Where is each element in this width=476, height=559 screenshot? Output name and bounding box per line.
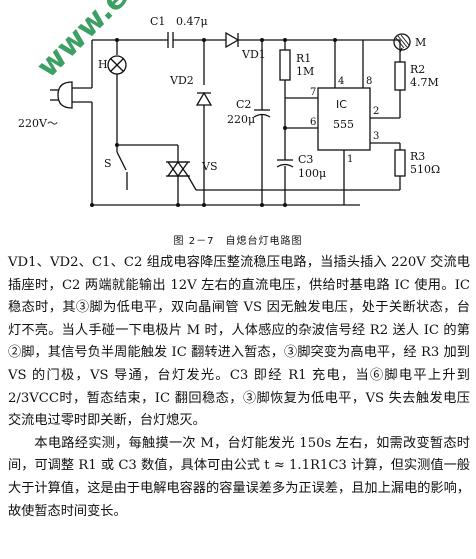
r3-resistor [394,149,406,177]
label-r3-value: 510Ω [410,163,440,176]
body-text: VD1、VD2、C1、C2 组成电容降压整流稳压电路，当插头插入 220V 交流… [8,252,470,523]
label-pin6: 6 [310,117,316,128]
label-ic: IC [336,98,347,111]
vs-triac-b [166,160,190,177]
label-c2: C2 [236,98,251,111]
vd1-diode [225,31,240,49]
label-c3-value: 100μ [298,167,326,180]
plug-icon [57,81,73,109]
vs-triac-a [166,161,190,178]
label-vd1: VD1 [241,48,266,61]
r2-resistor [394,61,406,91]
label-pin4: 4 [338,76,344,87]
label-r3: R3 [410,150,425,163]
label-mains: 220V～ [18,117,58,130]
c2-plate-b [253,113,271,118]
circuit-diagram: C1 0.47μ VD1 VD2 H 220V～ S VS R1 1M C2 2… [18,15,440,207]
label-vs: VS [201,160,217,173]
sensor-m [393,33,411,51]
r1-resistor [279,49,291,81]
label-pin2: 2 [373,106,379,117]
label-c1-value: 0.47μ [176,15,208,28]
label-r2-value: 4.7M [410,76,439,89]
paragraph-1: VD1、VD2、C1、C2 组成电容降压整流稳压电路，当插头插入 220V 交流… [8,255,470,429]
label-pin8: 8 [366,76,372,87]
vd2-diode [195,91,213,106]
label-r2: R2 [410,63,425,76]
label-c3: C3 [298,153,313,166]
label-c2-value: 220μ [227,113,255,126]
c3-plate-b [276,163,294,168]
label-ic-part: 555 [333,118,354,131]
label-h: H [98,58,108,71]
label-r1-value: 1M [296,65,314,78]
label-pin3: 3 [373,131,379,142]
switch-s [116,151,127,171]
paragraph-2: 本电路经实测，每触摸一次 M，台灯能发光 150s 左右，如需改变暂态时间，可调… [8,435,470,519]
label-r1: R1 [296,52,311,65]
label-pin1: 1 [347,154,353,165]
label-pin7: 7 [310,87,316,98]
label-m: M [415,36,426,49]
label-vd2: VD2 [169,74,194,87]
label-switch: S [104,157,112,170]
label-c1: C1 [150,15,165,28]
figure-caption: 图 2－7 自熄台灯电路图 [173,236,303,247]
